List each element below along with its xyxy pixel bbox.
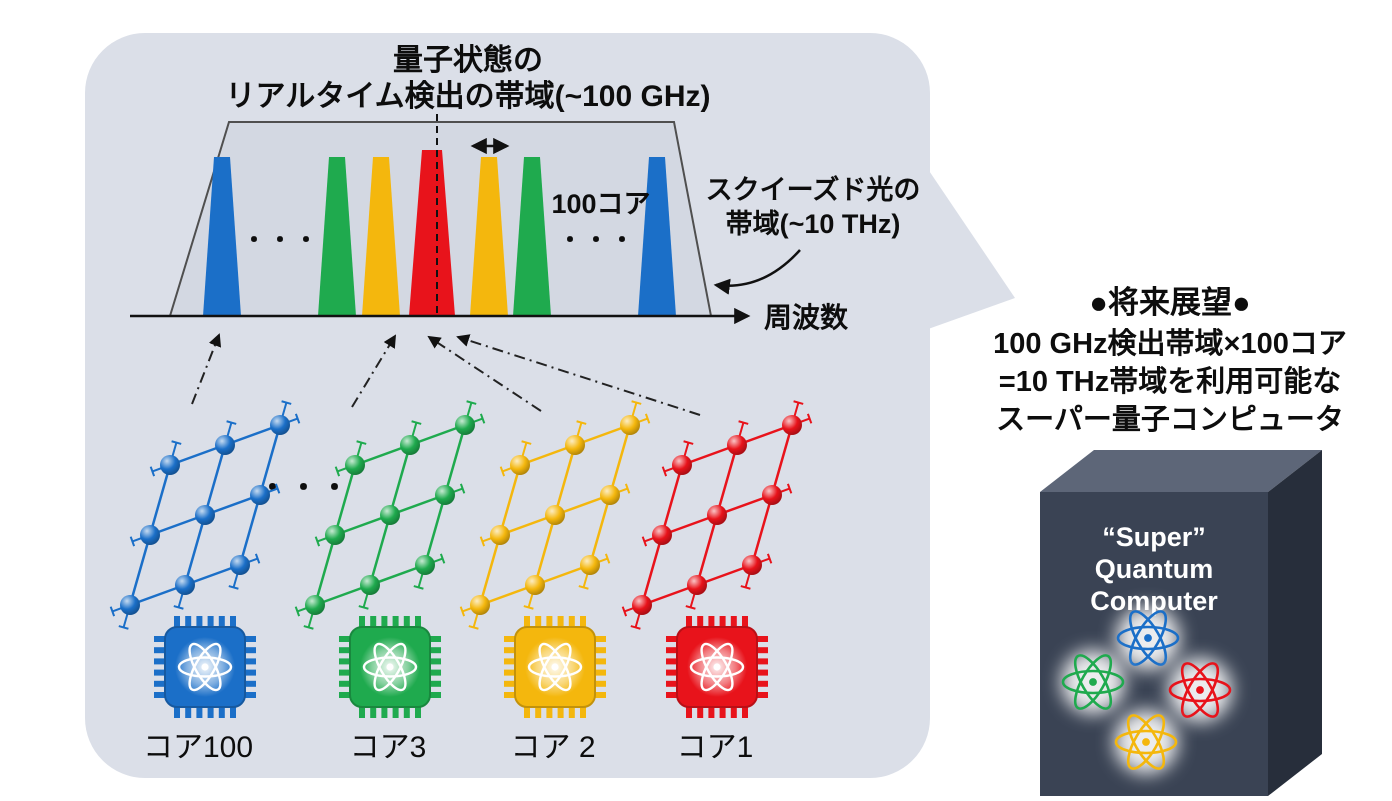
atom-icon: [362, 642, 418, 692]
lattice-node: [707, 505, 727, 525]
lattice-node: [742, 555, 762, 575]
computer-atom-blue-icon: [1116, 610, 1180, 666]
computer-atoms: [1061, 606, 1232, 774]
lattice-node: [470, 595, 490, 615]
atom-icon: [527, 642, 583, 692]
lattice-node: [195, 505, 215, 525]
lattice-node: [490, 525, 510, 545]
core-label-100: コア100: [143, 731, 253, 764]
spectral-peak-yellow-2: [362, 157, 400, 316]
lattice-node: [140, 525, 160, 545]
future-line1: 100 GHz検出帯域×100コア: [993, 327, 1347, 360]
lattice-node: [510, 455, 530, 475]
spectral-peak-blue-0: [203, 157, 241, 316]
lattice-node: [325, 525, 345, 545]
spectral-peak-red-3: [409, 150, 455, 316]
lattice-node: [215, 435, 235, 455]
lattice-node: [687, 575, 707, 595]
core-chip-green-icon: [339, 616, 441, 718]
lattice-node: [435, 485, 455, 505]
lattice-node: [160, 455, 180, 475]
speech-bubble-tail: [903, 150, 1015, 338]
computer-atom-green-icon: [1061, 654, 1125, 710]
computer-atom-yellow-icon: [1114, 714, 1178, 770]
core-count-label: 100コア: [551, 189, 650, 219]
box-right-face: [1268, 450, 1322, 796]
lattice-node: [727, 435, 747, 455]
lattice-node: [525, 575, 545, 595]
lattice-node: [400, 435, 420, 455]
spectral-peak-green-1: [318, 157, 356, 316]
lattice-node: [762, 485, 782, 505]
lattice-node: [305, 595, 325, 615]
spectral-peak-green-5: [513, 157, 551, 316]
core-chip-yellow-icon: [504, 616, 606, 718]
core-label-2: コア 2: [510, 731, 595, 764]
atom-icon: [177, 642, 233, 692]
core-chip-red-icon: [666, 616, 768, 718]
core-arrow-4: [456, 334, 701, 416]
atom-icon: [689, 642, 745, 692]
cluster-lattice-yellow: [459, 400, 651, 630]
cluster-lattice-blue: [109, 400, 301, 630]
spectrum-title-line1: 量子状態の: [393, 43, 543, 77]
peak-dots-right: ・・・: [558, 227, 636, 254]
lattice-node: [380, 505, 400, 525]
lattice-node: [415, 555, 435, 575]
spectrum-title-line2: リアルタイム検出の帯域(~100 GHz): [226, 80, 711, 113]
squeezed-label-line1: スクイーズド光の: [706, 174, 921, 205]
spectral-peak-blue-6: [638, 157, 676, 316]
spectral-peak-yellow-4: [470, 157, 508, 316]
lattice-node: [565, 435, 585, 455]
lattice-node: [632, 595, 652, 615]
lattice-node: [270, 415, 290, 435]
squeezed-label-line2: 帯域(~10 THz): [726, 208, 901, 239]
lattice-dots: ・・・: [258, 472, 351, 503]
lattice-node: [652, 525, 672, 545]
computer-label-line1: “Super”: [1102, 522, 1206, 552]
cluster-lattices: [109, 400, 813, 630]
lattice-node: [250, 485, 270, 505]
lattice-node: [620, 415, 640, 435]
lattice-node: [782, 415, 802, 435]
cluster-lattice-red: [621, 400, 813, 630]
core-label-1: コア1: [677, 731, 754, 764]
squeezed-pointer-arrow: [713, 249, 801, 295]
core-chips: [154, 616, 768, 718]
core-to-peak-arrows: [191, 333, 701, 416]
lattice-node: [455, 415, 475, 435]
core-label-3: コア3: [350, 731, 427, 764]
lattice-node: [580, 555, 600, 575]
lattice-node: [120, 595, 140, 615]
box-top-face: [1040, 450, 1322, 492]
core-chip-blue-icon: [154, 616, 256, 718]
cluster-lattice-green: [294, 400, 486, 630]
peak-dots-left: ・・・: [242, 227, 320, 254]
future-line2: =10 THz帯域を利用可能な: [999, 365, 1341, 398]
lattice-node: [545, 505, 565, 525]
lattice-node: [672, 455, 692, 475]
lattice-node: [600, 485, 620, 505]
super-quantum-computer-box: “Super” Quantum Computer: [1040, 450, 1322, 796]
frequency-axis-label: 周波数: [764, 302, 849, 333]
future-line3: スーパー量子コンピュータ: [996, 403, 1344, 436]
lattice-node: [230, 555, 250, 575]
computer-label-line2: Quantum: [1095, 554, 1214, 584]
core-arrow-2: [351, 334, 397, 408]
computer-atom-red-icon: [1168, 662, 1232, 718]
lattice-node: [360, 575, 380, 595]
lattice-node: [175, 575, 195, 595]
future-heading: ●将来展望●: [1089, 285, 1250, 320]
spectral-peaks: [203, 150, 676, 316]
lattice-node: [345, 455, 365, 475]
